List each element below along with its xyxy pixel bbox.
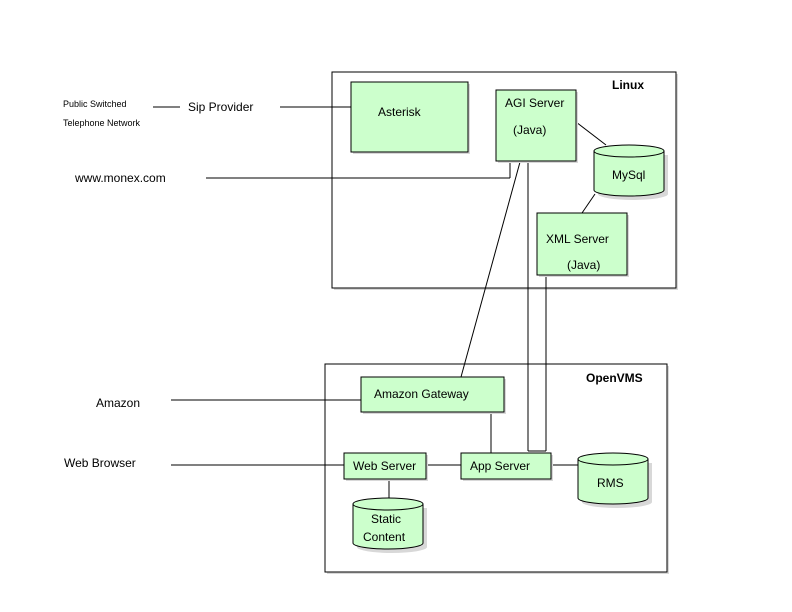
web-browser-label: Web Browser: [64, 456, 136, 470]
pstn-label-2: Telephone Network: [63, 118, 141, 128]
static-content-label-1: Static: [371, 512, 401, 526]
asterisk-box: Asterisk: [350, 81, 470, 154]
external-labels: Public Switched Telephone Network Sip Pr…: [63, 99, 253, 470]
pstn-label-1: Public Switched: [63, 99, 127, 109]
agi-to-gateway-line: [460, 161, 521, 378]
web-server-box: Web Server: [343, 452, 428, 481]
rms-label: RMS: [597, 476, 624, 490]
agi-server-label: AGI Server: [505, 96, 564, 110]
amazon-label: Amazon: [96, 396, 140, 410]
app-server-box: App Server: [460, 452, 553, 481]
monex-label: www.monex.com: [74, 171, 166, 185]
openvms-title: OpenVMS: [586, 371, 643, 385]
mysql-to-xml-line: [581, 193, 596, 214]
xml-server-box: XML Server (Java): [536, 212, 629, 277]
app-server-label: App Server: [470, 459, 530, 473]
sip-provider-label: Sip Provider: [188, 100, 253, 114]
static-content-label-2: Content: [363, 530, 406, 544]
linux-title: Linux: [612, 78, 644, 92]
mysql-database: MySql: [593, 144, 668, 200]
web-server-label: Web Server: [353, 459, 416, 473]
connectors: [153, 106, 607, 500]
xml-server-sublabel: (Java): [567, 258, 600, 272]
agi-server-box: AGI Server (Java): [495, 89, 578, 163]
rms-database: RMS: [577, 452, 652, 508]
agi-server-sublabel: (Java): [513, 123, 546, 137]
mysql-label: MySql: [612, 168, 645, 182]
static-content-database: Static Content: [352, 497, 427, 553]
asterisk-label: Asterisk: [378, 105, 422, 119]
agi-to-mysql-line: [575, 121, 607, 146]
amazon-gateway-label: Amazon Gateway: [374, 387, 469, 401]
xml-server-label: XML Server: [546, 232, 609, 246]
amazon-gateway-box: Amazon Gateway: [360, 376, 506, 414]
